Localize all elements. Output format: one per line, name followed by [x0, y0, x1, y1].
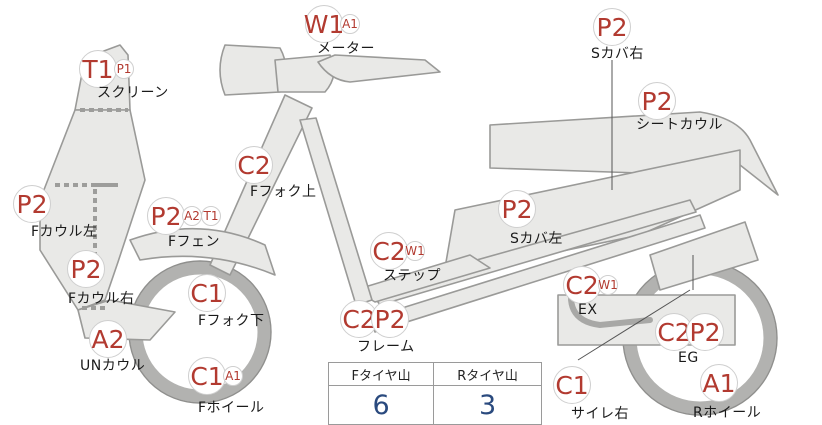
- s-cover-right-label: Sカバ右: [591, 46, 644, 62]
- un-cowl-code-badge: A2: [89, 320, 127, 358]
- tire-tread-table: Fタイヤ山 Rタイヤ山 6 3: [327, 362, 542, 425]
- f-cowl-right-label: Fカウル右: [68, 291, 135, 307]
- f-fender-code-badge: P2: [147, 197, 185, 235]
- f-fender-code-badge: T1: [201, 206, 221, 226]
- screen-code-badge: P1: [114, 59, 134, 79]
- rear-tire-value: 3: [433, 385, 542, 425]
- s-cover-left-code-badge: P2: [498, 190, 536, 228]
- frame-label: フレーム: [357, 339, 415, 355]
- f-fender-code-badge: A2: [182, 206, 202, 226]
- silencer-right-label: サイレ右: [571, 406, 629, 422]
- f-cowl-left-code-badge: P2: [13, 185, 51, 223]
- f-cowl-left-label: Fカウル左: [31, 224, 98, 240]
- f-fork-upper-label: Fフォク上: [250, 184, 317, 200]
- r-wheel-code-badge: A1: [700, 364, 738, 402]
- f-cowl-right-codes: P2: [67, 250, 105, 288]
- r-wheel-codes: A1: [700, 364, 738, 402]
- seat-cowl-code-badge: P2: [638, 82, 676, 120]
- s-cover-right-codes: P2: [593, 8, 631, 46]
- eg-code-badge: P2: [686, 313, 724, 351]
- s-cover-left-label: Sカバ左: [510, 231, 563, 247]
- s-cover-right-code-badge: P2: [593, 8, 631, 46]
- silencer-leader: [577, 289, 691, 361]
- f-cowl-right-code-badge: P2: [67, 250, 105, 288]
- f-wheel-code-badge: C1: [188, 357, 226, 395]
- un-cowl-codes: A2: [89, 320, 127, 358]
- f-fork-lower-label: Fフォク下: [198, 313, 265, 329]
- frame-code-badge: P2: [371, 300, 409, 338]
- fork-upper-shape: [209, 94, 313, 276]
- front-tire-header: Fタイヤ山: [327, 362, 435, 386]
- ex-code-badge: W1: [598, 275, 618, 295]
- frame-pipe-shape: [299, 117, 373, 306]
- step-label: ステップ: [383, 268, 441, 284]
- seat-cowl-codes: P2: [638, 82, 676, 120]
- silencer-right-code-badge: C1: [553, 366, 591, 404]
- ex-code-badge: C2: [563, 266, 601, 304]
- meter-shape: [317, 54, 441, 83]
- ex-label: EX: [578, 302, 598, 318]
- f-fork-lower-code-badge: C1: [188, 274, 226, 312]
- f-fender-label: Fフェン: [168, 234, 221, 250]
- f-wheel-label: Fホイール: [198, 400, 265, 416]
- un-cowl-label: UNカウル: [80, 358, 146, 374]
- cowl-seam-dash: [55, 183, 118, 260]
- rear-tire-header: Rタイヤ山: [433, 362, 542, 386]
- meter-label: メーター: [317, 41, 375, 57]
- r-wheel-label: Rホイール: [693, 405, 762, 421]
- s-cover-left-codes: P2: [498, 190, 536, 228]
- f-fork-lower-codes: C1: [188, 274, 226, 312]
- f-wheel-code-badge: A1: [223, 366, 243, 386]
- f-fork-upper-code-badge: C2: [235, 146, 273, 184]
- muffler-shape: [649, 221, 759, 291]
- f-fork-upper-codes: C2: [235, 146, 273, 184]
- screen-label: スクリーン: [97, 85, 169, 101]
- step-code-badge: C2: [370, 232, 408, 270]
- eg-label: EG: [678, 350, 699, 366]
- meter-code-badge: A1: [340, 14, 360, 34]
- step-code-badge: W1: [405, 241, 425, 261]
- silencer-right-codes: C1: [553, 366, 591, 404]
- front-tire-value: 6: [327, 385, 435, 425]
- seat-cowl-label: シートカウル: [636, 117, 723, 133]
- meter-code-badge: W1: [304, 5, 344, 43]
- f-cowl-left-codes: P2: [13, 185, 51, 223]
